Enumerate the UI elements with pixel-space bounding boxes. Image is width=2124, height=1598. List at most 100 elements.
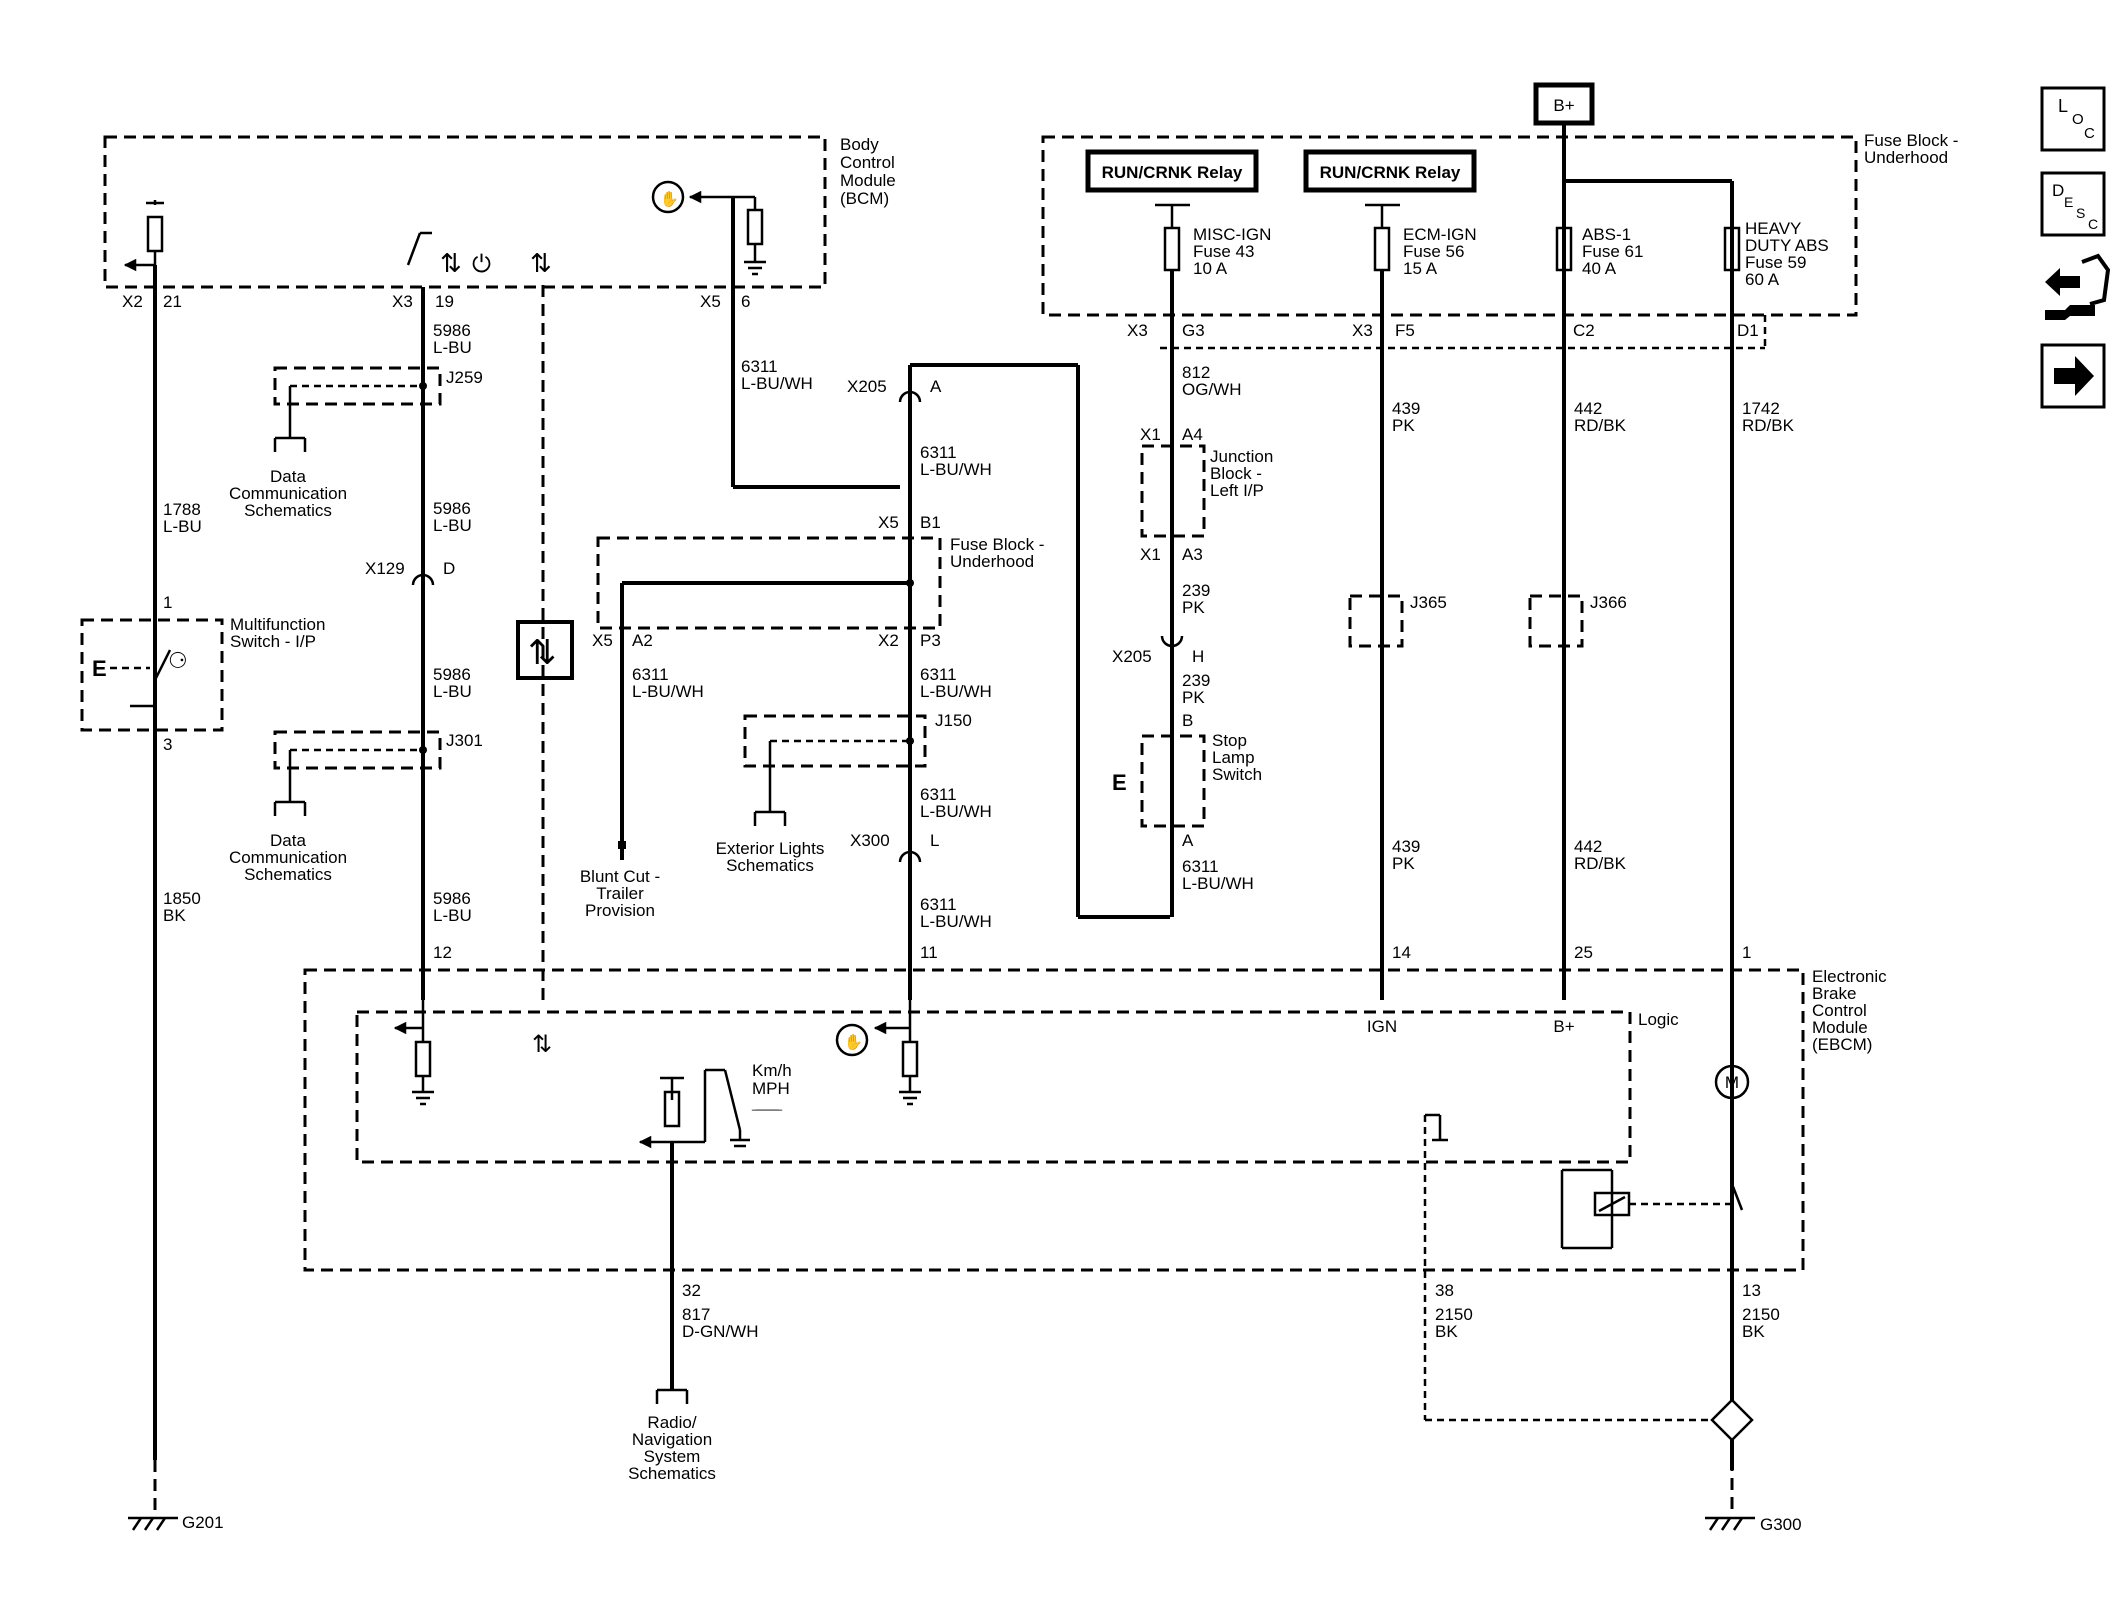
svg-text:⇅: ⇅ [532, 1031, 552, 1058]
svg-text:X1: X1 [1140, 545, 1161, 564]
svg-text:12: 12 [433, 943, 452, 962]
svg-text:X205: X205 [847, 377, 887, 396]
svg-text:X3: X3 [1127, 321, 1148, 340]
svg-text:C: C [2088, 216, 2098, 232]
svg-text:X129: X129 [365, 559, 405, 578]
svg-text:D: D [443, 559, 455, 578]
ground-g300-icon [1705, 1516, 1755, 1531]
next-button[interactable] [2040, 343, 2106, 409]
svg-text:1: 1 [163, 593, 172, 612]
fuse-block-underhood: Fuse Block -Underhood B+ RUN/CRNK Relay … [1041, 82, 1958, 1470]
svg-text:IGN: IGN [1367, 1017, 1397, 1036]
svg-text:X3: X3 [392, 292, 413, 311]
svg-text:RUN/CRNK Relay: RUN/CRNK Relay [1320, 163, 1461, 182]
svg-text:X3: X3 [1352, 321, 1373, 340]
svg-text:J150: J150 [935, 711, 972, 730]
svg-text:X300: X300 [850, 831, 890, 850]
svg-text:⇅: ⇅ [528, 634, 557, 672]
svg-text:E: E [1112, 770, 1127, 795]
svg-text:C: C [2084, 125, 2095, 142]
svg-text:A: A [1182, 831, 1194, 850]
svg-text:J366: J366 [1590, 593, 1627, 612]
svg-text:13: 13 [1742, 1281, 1761, 1300]
svg-text:X2: X2 [878, 631, 899, 650]
svg-text:E: E [2064, 194, 2073, 210]
svg-text:14: 14 [1392, 943, 1411, 962]
svg-text:A3: A3 [1182, 545, 1203, 564]
svg-text:H: H [1192, 647, 1204, 666]
loc-button[interactable]: L O C [2040, 86, 2106, 152]
svg-text:A2: A2 [632, 631, 653, 650]
svg-text:B+: B+ [1553, 1017, 1574, 1036]
svg-text:X205: X205 [1112, 647, 1152, 666]
cruise-icon: ⚆ [168, 648, 188, 673]
ground-g201-icon [128, 1516, 178, 1531]
svg-text:E: E [92, 656, 107, 681]
svg-text:MPH: MPH [752, 1079, 790, 1098]
svg-text:G201: G201 [182, 1513, 224, 1532]
svg-text:L: L [2058, 96, 2068, 116]
connector-view-button[interactable] [2045, 253, 2111, 320]
svg-text:6: 6 [741, 292, 750, 311]
svg-text:S: S [2076, 205, 2085, 221]
stop-sign-icon: ✋ [660, 190, 679, 208]
svg-text:19: 19 [435, 292, 454, 311]
serial-data-button[interactable]: ⇅ [516, 620, 574, 680]
svg-text:D1: D1 [1737, 321, 1759, 340]
svg-text:O: O [2072, 111, 2084, 128]
svg-text:11: 11 [920, 943, 938, 962]
svg-text:X2: X2 [122, 292, 143, 311]
desc-button[interactable]: D E S C [2040, 171, 2106, 237]
svg-text:RUN/CRNK Relay: RUN/CRNK Relay [1102, 163, 1243, 182]
svg-text:25: 25 [1574, 943, 1593, 962]
svg-text:_̲_̲_̲_̲: _̲_̲_̲_̲ [751, 1097, 783, 1111]
svg-text:J259: J259 [446, 368, 483, 387]
svg-text:38: 38 [1435, 1281, 1454, 1300]
svg-text:X5: X5 [700, 292, 721, 311]
svg-text:Fuse Block -Underhood: Fuse Block -Underhood [950, 535, 1044, 571]
svg-text:32: 32 [682, 1281, 701, 1300]
svg-text:M: M [1725, 1073, 1739, 1092]
svg-text:A: A [930, 377, 942, 396]
svg-text:Fuse Block -Underhood: Fuse Block -Underhood [1864, 131, 1958, 167]
svg-text:✋: ✋ [844, 1033, 863, 1051]
svg-text:X1: X1 [1140, 425, 1161, 444]
svg-text:A4: A4 [1182, 425, 1203, 444]
svg-text:G300: G300 [1760, 1515, 1802, 1534]
